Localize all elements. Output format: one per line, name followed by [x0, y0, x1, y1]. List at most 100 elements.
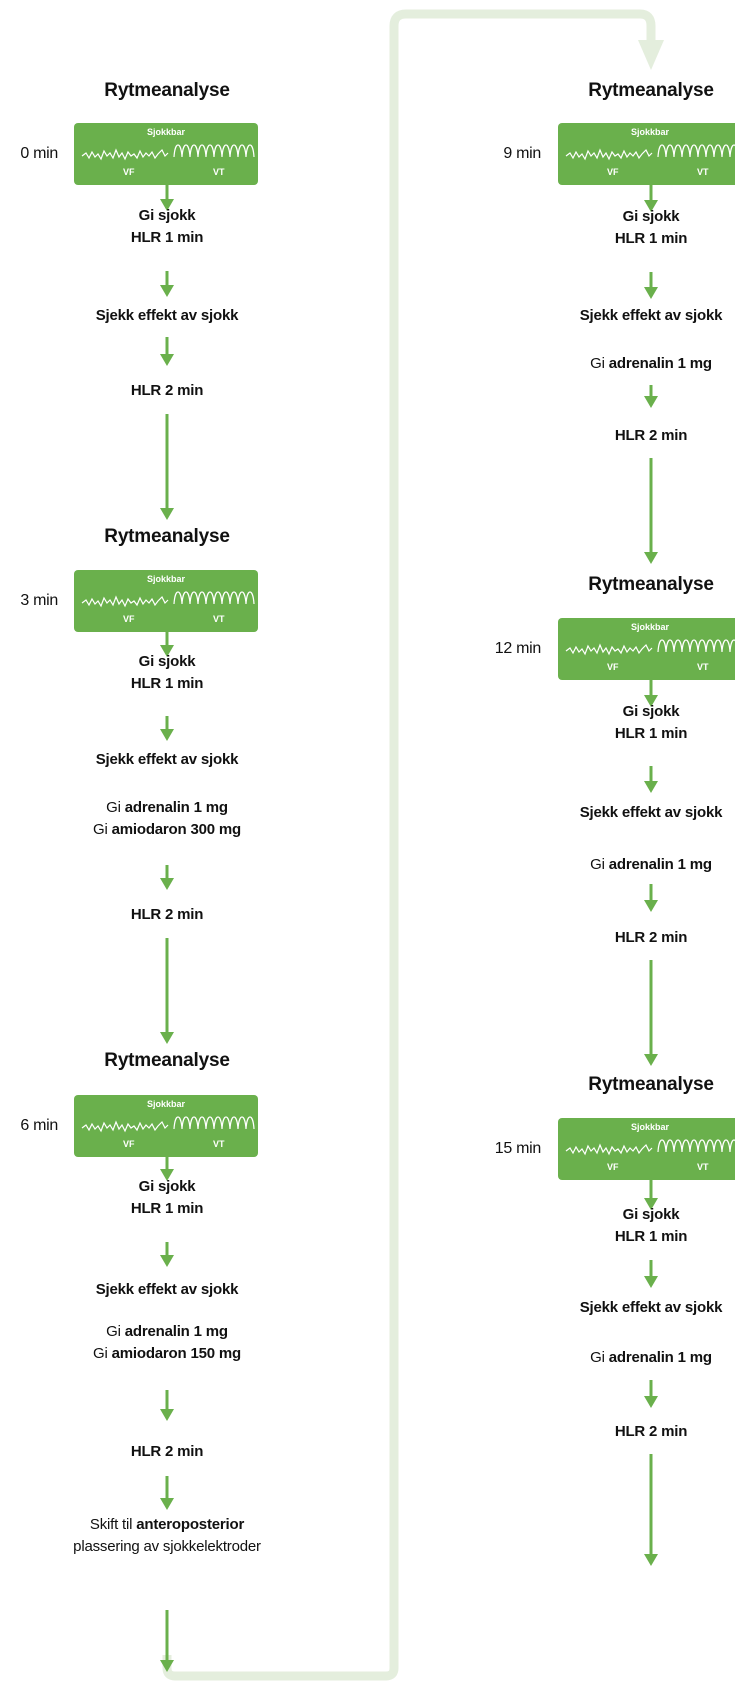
flow-arrow [644, 677, 658, 707]
flow-arrow [644, 1454, 658, 1566]
flow-arrow [644, 766, 658, 793]
step-text-segment: adrenalin 1 mg [608, 1349, 712, 1366]
step-text-segment: adrenalin 1 mg [124, 1323, 228, 1340]
vt-label: VT [213, 1139, 225, 1149]
step-text-segment: HLR 1 min [614, 230, 688, 247]
step-text-segment: Gi [93, 821, 112, 838]
flow-arrow [160, 938, 174, 1044]
ecg-waveform-icon [565, 639, 735, 656]
step-line: HLR 1 min [27, 673, 307, 695]
step-line: Skift til anteroposterior [27, 1514, 307, 1536]
flow-arrow [644, 884, 658, 912]
step-line: HLR 1 min [27, 1198, 307, 1220]
loop-connector [162, 9, 656, 1681]
flow-arrow [160, 1476, 174, 1510]
step-text: Sjekk effekt av sjokk [27, 749, 307, 771]
step-line: HLR 2 min [27, 904, 307, 926]
vt-label: VT [697, 1162, 709, 1172]
step-line: Gi sjokk [27, 205, 307, 227]
flow-arrow [160, 1242, 174, 1267]
step-line: HLR 2 min [511, 927, 735, 949]
step-text-segment: HLR 1 min [130, 675, 204, 692]
step-line: Gi adrenalin 1 mg [511, 854, 735, 876]
step-text: HLR 2 min [27, 904, 307, 926]
step-line: Sjekk effekt av sjokk [511, 802, 735, 824]
vf-label: VF [607, 167, 619, 177]
step-text-segment: Sjekk effekt av sjokk [579, 1299, 723, 1316]
step-line: Sjekk effekt av sjokk [511, 305, 735, 327]
ecg-waveform-icon [81, 591, 255, 608]
loop-arrowhead-icon [638, 40, 664, 70]
step-text-segment: plassering av sjokkelektroder [73, 1538, 261, 1555]
step-text-segment: HLR 1 min [614, 1228, 688, 1245]
step-text-segment: anteroposterior [136, 1516, 245, 1533]
step-line: HLR 2 min [511, 1421, 735, 1443]
step-line: Gi adrenalin 1 mg [511, 1347, 735, 1369]
flow-arrow [160, 1610, 174, 1672]
rhythm-caption: Sjokkbar [630, 1122, 670, 1132]
step-text: HLR 2 min [511, 927, 735, 949]
flow-arrow [644, 1260, 658, 1288]
step-text-segment: HLR 1 min [130, 1200, 204, 1217]
step-line: Sjekk effekt av sjokk [27, 1279, 307, 1301]
step-text: HLR 2 min [27, 1441, 307, 1463]
flow-arrow [160, 182, 174, 211]
flow-arrow [160, 271, 174, 297]
section-title: Rytmeanalyse [588, 1074, 714, 1095]
step-text: Sjekk effekt av sjokk [511, 802, 735, 824]
step-text-segment: Gi [590, 856, 609, 873]
step-text: Sjekk effekt av sjokk [511, 1297, 735, 1319]
step-line: Gi sjokk [27, 1176, 307, 1198]
step-line: HLR 1 min [511, 723, 735, 745]
step-text: Sjekk effekt av sjokk [511, 305, 735, 327]
step-line: HLR 1 min [511, 228, 735, 250]
time-label: 6 min [20, 1117, 58, 1134]
rhythm-caption: Sjokkbar [146, 1099, 186, 1109]
flow-arrow [644, 458, 658, 564]
step-text-segment: Gi sjokk [138, 207, 196, 224]
step-line: Gi adrenalin 1 mg [27, 1321, 307, 1343]
flow-arrow [160, 1390, 174, 1421]
step-text-segment: HLR 2 min [614, 929, 688, 946]
step-text-segment: Gi sjokk [138, 653, 196, 670]
step-line: Gi adrenalin 1 mg [27, 797, 307, 819]
time-label: 3 min [20, 592, 58, 609]
step-text-segment: HLR 2 min [614, 1423, 688, 1440]
step-line: HLR 2 min [511, 425, 735, 447]
step-line: Gi sjokk [511, 206, 735, 228]
flow-arrow [160, 716, 174, 741]
step-line: HLR 1 min [27, 227, 307, 249]
section-title: Rytmeanalyse [588, 574, 714, 595]
step-line: HLR 1 min [511, 1226, 735, 1248]
step-text-segment: HLR 2 min [130, 1443, 204, 1460]
flow-arrow [644, 960, 658, 1066]
step-text: Skift til anteroposterior plassering av s… [27, 1514, 307, 1558]
step-line: Sjekk effekt av sjokk [27, 749, 307, 771]
step-line: Gi amiodaron 300 mg [27, 819, 307, 841]
vf-label: VF [607, 662, 619, 672]
step-line: Sjekk effekt av sjokk [27, 305, 307, 327]
flow-arrow [644, 272, 658, 299]
step-text: Sjekk effekt av sjokk [27, 1279, 307, 1301]
step-text-segment: Gi [590, 355, 609, 372]
section-title: Rytmeanalyse [588, 80, 714, 101]
vt-label: VT [697, 167, 709, 177]
rhythm-caption: Sjokkbar [630, 127, 670, 137]
flow-arrow [644, 385, 658, 408]
flow-arrow [160, 414, 174, 520]
ecg-waveform-icon [81, 144, 255, 161]
step-text-segment: Gi sjokk [138, 1178, 196, 1195]
step-text-segment: amiodaron 150 mg [111, 1345, 242, 1362]
step-line: Sjekk effekt av sjokk [511, 1297, 735, 1319]
flow-arrow [644, 1177, 658, 1210]
step-text-segment: Sjekk effekt av sjokk [95, 751, 239, 768]
